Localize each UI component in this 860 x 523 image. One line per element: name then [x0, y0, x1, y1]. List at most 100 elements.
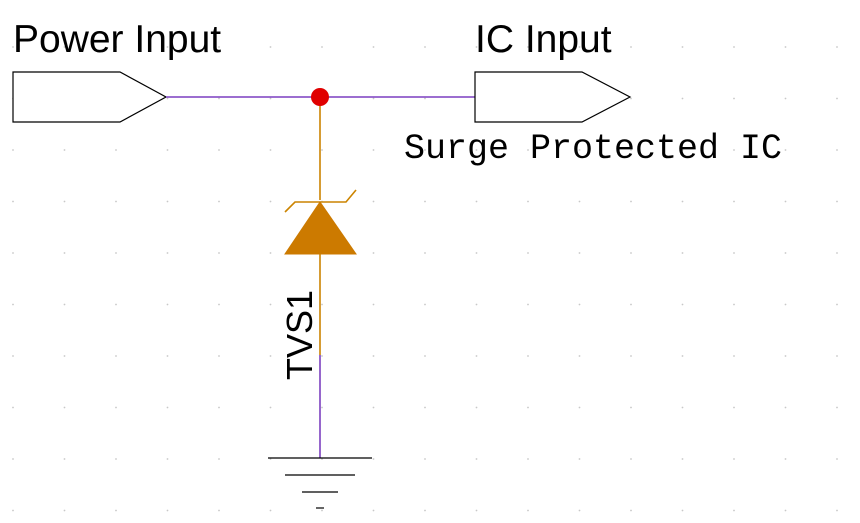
grid-dot	[12, 406, 14, 409]
grid-dot	[578, 458, 581, 460]
grid-dot	[733, 97, 735, 100]
grid-dot	[784, 406, 787, 409]
grid-dot	[630, 303, 632, 306]
grid-dot	[836, 355, 838, 357]
grid-dot	[630, 46, 632, 48]
grid-dots	[12, 46, 838, 512]
grid-dot	[63, 46, 66, 48]
grid-dot	[218, 252, 220, 254]
ic-input-label: IC Input	[475, 18, 612, 61]
grid-dot	[475, 458, 478, 460]
grid-dot	[424, 509, 426, 512]
grid-dot	[269, 46, 272, 48]
grid-dot	[475, 46, 478, 48]
grid-dot	[166, 355, 169, 357]
grid-dot	[63, 406, 66, 409]
grid-dot	[63, 200, 66, 203]
grid-dot	[733, 458, 735, 460]
grid-dot	[12, 46, 14, 48]
grid-dot	[321, 149, 323, 151]
grid-dot	[269, 200, 272, 203]
grid-dot	[475, 355, 478, 357]
grid-dot	[424, 149, 426, 151]
grid-dot	[424, 200, 426, 203]
grid-dot	[836, 406, 838, 409]
grid-dot	[475, 149, 478, 151]
grid-dot	[115, 509, 117, 512]
grid-dot	[115, 458, 117, 460]
grid-dot	[218, 200, 220, 203]
grid-dot	[630, 509, 632, 512]
grid-dot	[12, 252, 14, 254]
grid-dot	[578, 355, 581, 357]
grid-dot	[12, 149, 14, 151]
grid-dot	[115, 46, 117, 48]
grid-dot	[527, 406, 529, 409]
grid-dot	[630, 458, 632, 460]
grid-dot	[836, 303, 838, 306]
grid-dot	[321, 303, 323, 306]
grid-dot	[269, 303, 272, 306]
ground-icon[interactable]	[268, 457, 372, 509]
grid-dot	[527, 46, 529, 48]
ic-input-port[interactable]	[474, 71, 632, 123]
grid-dot	[578, 200, 581, 203]
grid-dot	[681, 149, 684, 151]
grid-dot	[681, 200, 684, 203]
grid-dot	[784, 149, 787, 151]
grid-dot	[424, 406, 426, 409]
grid-dot	[681, 46, 684, 48]
grid-dot	[115, 303, 117, 306]
grid-dot	[321, 355, 323, 357]
grid-dot	[372, 355, 375, 357]
grid-dot	[372, 252, 375, 254]
grid-dot	[733, 509, 735, 512]
grid-dot	[218, 303, 220, 306]
grid-dot	[424, 458, 426, 460]
grid-dot	[12, 458, 14, 460]
grid-dot	[424, 46, 426, 48]
grid-dot	[527, 149, 529, 151]
grid-dot	[527, 303, 529, 306]
grid-dot	[784, 303, 787, 306]
grid-dot	[578, 149, 581, 151]
grid-dot	[115, 252, 117, 254]
grid-dot	[836, 458, 838, 460]
grid-dot	[218, 149, 220, 151]
grid-dot	[681, 303, 684, 306]
grid-dot	[372, 149, 375, 151]
grid-dot	[166, 200, 169, 203]
tvs-designator: TVS1	[279, 290, 320, 380]
grid-dot	[630, 97, 632, 100]
grid-dot	[733, 46, 735, 48]
grid-dot	[733, 303, 735, 306]
grid-dot	[527, 458, 529, 460]
power-input-port[interactable]	[12, 71, 168, 123]
tvs-diode[interactable]	[284, 97, 357, 355]
grid-dot	[166, 458, 169, 460]
grid-dot	[63, 458, 66, 460]
junction-dot-icon[interactable]	[311, 88, 329, 106]
grid-dot	[578, 406, 581, 409]
grid-dot	[372, 458, 375, 460]
grid-dot	[784, 97, 787, 100]
grid-dot	[372, 406, 375, 409]
grid-dot	[630, 355, 632, 357]
grid-dot	[681, 509, 684, 512]
grid-dot	[372, 46, 375, 48]
grid-dot	[269, 252, 272, 254]
grid-dot	[269, 97, 272, 100]
grid-dot	[63, 509, 66, 512]
grid-dot	[475, 509, 478, 512]
grid-dot	[63, 355, 66, 357]
grid-dot	[12, 355, 14, 357]
grid-dot	[578, 303, 581, 306]
grid-dot	[527, 200, 529, 203]
grid-dot	[115, 355, 117, 357]
grid-dot	[630, 252, 632, 254]
grid-dot	[424, 303, 426, 306]
grid-dot	[630, 200, 632, 203]
grid-dot	[372, 303, 375, 306]
grid-dot	[836, 149, 838, 151]
grid-dot	[475, 406, 478, 409]
